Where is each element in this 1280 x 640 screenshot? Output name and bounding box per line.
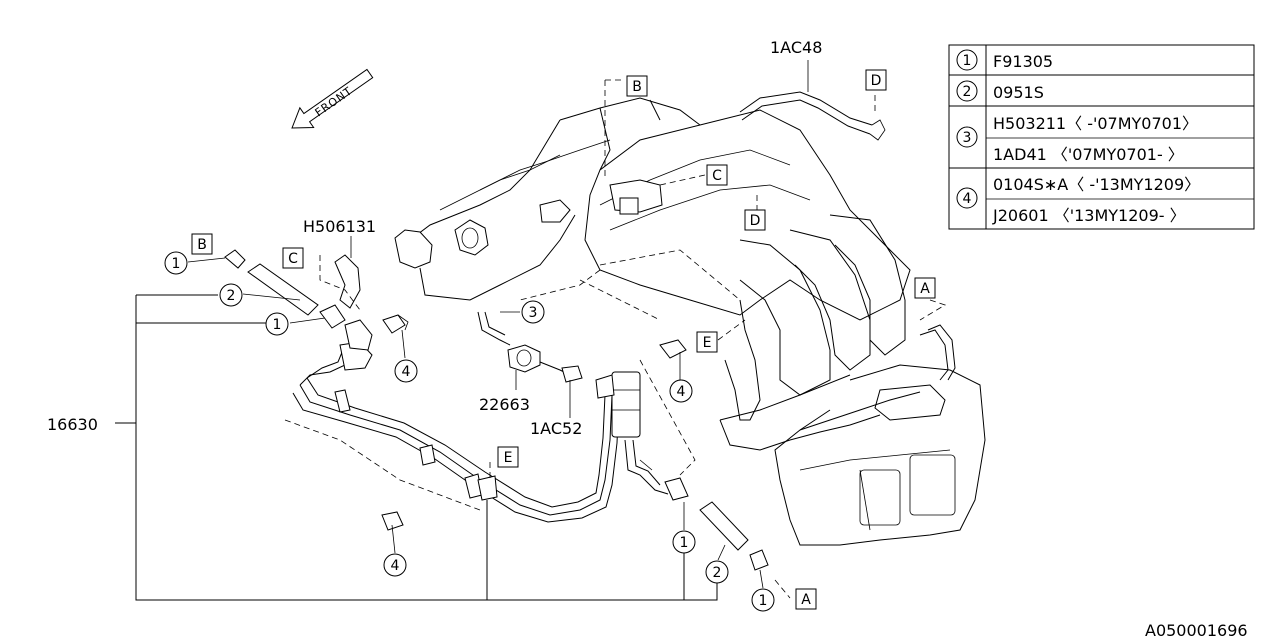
part-label-h506131: H506131 [303, 217, 376, 236]
svg-text:D: D [750, 213, 761, 229]
svg-text:2: 2 [713, 565, 722, 581]
table-row-4: 4 0104S∗A〈 -'13MY1209〉 J20601 〈'13MY1209… [956, 175, 1200, 225]
svg-text:1: 1 [680, 535, 689, 551]
table-row-3: 3 H503211〈 -'07MY0701〉 1AD41 〈'07MY0701-… [956, 114, 1198, 164]
svg-text:B: B [197, 237, 207, 253]
ref-box-d-mid: D [744, 209, 766, 231]
svg-text:1: 1 [963, 53, 972, 69]
part-label-1ac48: 1AC48 [770, 38, 822, 57]
ref-box-a-right: A [914, 277, 936, 299]
table-part-0104s: 0104S∗A〈 -'13MY1209〉 [993, 175, 1200, 194]
ref-box-c-left: C [282, 247, 304, 269]
boxed-reference-letters: B D C D B C A E E A [191, 69, 936, 610]
callout-2-a: 2 [219, 283, 243, 307]
callout-1-a: 1 [164, 251, 188, 275]
ref-box-b-top: B [626, 75, 648, 97]
svg-text:4: 4 [402, 364, 411, 380]
table-part-1ad41: 1AD41 〈'07MY0701- 〉 [993, 145, 1184, 164]
svg-text:E: E [703, 335, 712, 351]
front-label: FRONT [313, 84, 355, 119]
svg-text:2: 2 [963, 84, 972, 100]
callout-2-b: 2 [705, 560, 729, 584]
callout-3: 3 [521, 300, 545, 324]
front-arrow: FRONT [291, 68, 374, 129]
svg-text:A: A [920, 281, 930, 297]
svg-text:3: 3 [529, 305, 538, 321]
fuel-pipe-drawing [224, 249, 769, 571]
part-label-1ac52: 1AC52 [530, 419, 582, 438]
intake-manifold-drawing [394, 91, 986, 546]
table-part-0951s: 0951S [993, 83, 1044, 102]
svg-text:1: 1 [172, 256, 181, 272]
svg-text:1: 1 [273, 317, 282, 333]
ref-box-d-top: D [865, 69, 887, 91]
svg-text:4: 4 [391, 558, 400, 574]
table-part-f91305: F91305 [993, 52, 1053, 71]
ref-box-c-right: C [706, 164, 728, 186]
circled-callouts: 1 2 1 3 4 4 4 1 2 1 [164, 251, 775, 612]
ref-box-b-left: B [191, 233, 213, 255]
svg-text:3: 3 [963, 130, 972, 146]
ref-box-e-mid: E [696, 331, 718, 353]
callout-1-c: 1 [672, 530, 696, 554]
callout-4-c: 4 [383, 553, 407, 577]
svg-text:B: B [632, 79, 642, 95]
callout-4-a: 4 [394, 359, 418, 383]
svg-text:4: 4 [963, 191, 972, 207]
parts-table: 1 F91305 2 0951S 3 H503211〈 -'07MY0701〉 … [948, 44, 1255, 230]
svg-text:1: 1 [759, 593, 768, 609]
table-row-1: 1 F91305 [956, 49, 1053, 71]
part-label-16630: 16630 [47, 415, 98, 434]
svg-text:A: A [801, 592, 811, 608]
svg-text:D: D [871, 73, 882, 89]
svg-text:C: C [712, 168, 722, 184]
part-number-labels: 1AC48 H506131 22663 1AC52 16630 A0500016… [47, 38, 1248, 640]
table-part-h503211: H503211〈 -'07MY0701〉 [993, 114, 1198, 133]
svg-text:2: 2 [227, 288, 236, 304]
svg-text:C: C [288, 251, 298, 267]
table-part-j20601: J20601 〈'13MY1209- 〉 [992, 206, 1186, 225]
svg-text:4: 4 [677, 384, 686, 400]
document-id: A050001696 [1145, 621, 1248, 640]
callout-4-b: 4 [669, 379, 693, 403]
reference-lines [115, 60, 946, 601]
svg-text:E: E [504, 450, 513, 466]
callout-1-d: 1 [751, 588, 775, 612]
part-label-22663: 22663 [479, 395, 530, 414]
ref-box-e-low: E [497, 446, 519, 468]
callout-1-b: 1 [265, 312, 289, 336]
ref-box-a-bottom: A [795, 588, 817, 610]
table-row-2: 2 0951S [956, 80, 1044, 102]
